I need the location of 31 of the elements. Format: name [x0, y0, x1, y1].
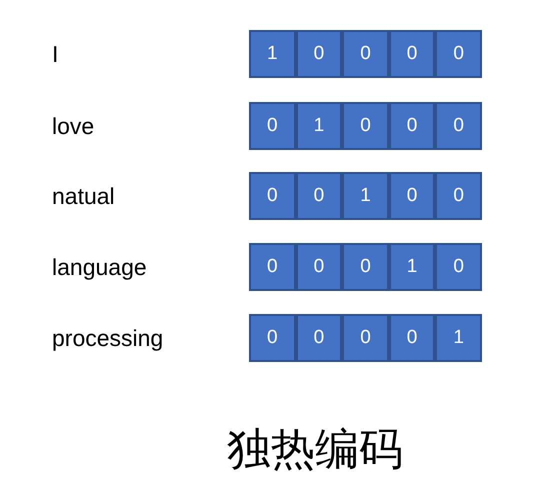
vector-cell: 0	[249, 172, 296, 220]
vector-cell: 0	[296, 172, 342, 220]
word-label: natual	[52, 182, 115, 211]
word-label: love	[52, 112, 94, 141]
vector-cell: 0	[435, 172, 482, 220]
vector-cell: 0	[296, 314, 342, 362]
vector-cell: 0	[342, 30, 389, 78]
vector-cell: 0	[435, 30, 482, 78]
vector-cell: 0	[249, 314, 296, 362]
vector-cell: 0	[388, 30, 436, 78]
vector-cell: 0	[296, 243, 342, 291]
vector-cell: 0	[388, 102, 436, 150]
vector-cell: 0	[342, 314, 389, 362]
vector-cell: 0	[388, 314, 436, 362]
word-label: I	[52, 40, 58, 69]
vector-cell: 0	[249, 102, 296, 150]
caption: 独热编码	[226, 423, 404, 477]
vector-cell: 1	[435, 314, 482, 362]
vector-cell: 0	[388, 172, 436, 220]
vector-cell: 0	[435, 243, 482, 291]
vector-cell: 1	[249, 30, 296, 78]
vector-cell: 0	[296, 30, 342, 78]
vector-cell: 1	[388, 243, 436, 291]
vector-cell: 0	[342, 243, 389, 291]
vector-cell: 0	[249, 243, 296, 291]
vector-cell: 1	[296, 102, 342, 150]
word-label: language	[52, 253, 147, 282]
word-label: processing	[52, 324, 164, 353]
vector-cell: 0	[435, 102, 482, 150]
vector-cell: 0	[342, 102, 389, 150]
vector-cell: 1	[342, 172, 389, 220]
